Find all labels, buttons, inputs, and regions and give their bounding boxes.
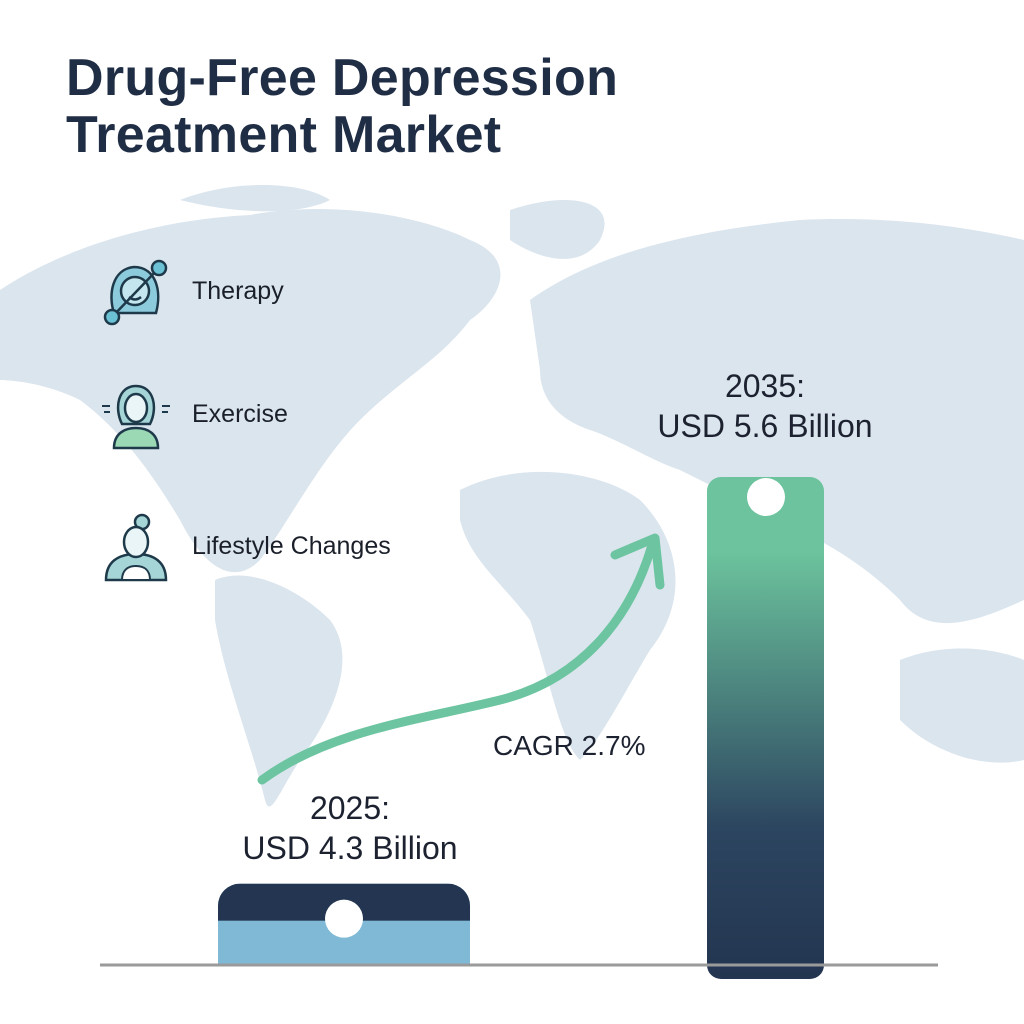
legend-item-therapy: Therapy: [100, 255, 284, 327]
label-2025: 2025: USD 4.3 Billion: [242, 788, 457, 868]
bar-2035: [707, 477, 824, 979]
title-line-1: Drug-Free Depression: [66, 49, 619, 107]
label-2025-year: 2025:: [309, 790, 391, 826]
growth-arrowhead: [610, 533, 665, 590]
legend-item-lifestyle: Lifestyle Changes: [100, 510, 391, 582]
growth-arrow: [257, 540, 657, 785]
bar-2025-marker: [325, 899, 363, 938]
legend-label: Lifestyle Changes: [192, 531, 391, 560]
therapy-person-icon: [103, 259, 168, 326]
page-title: Drug-Free Depression Treatment Market: [66, 50, 618, 164]
label-2035-value: USD 5.6 Billion: [657, 408, 873, 444]
legend-label: Exercise: [192, 399, 288, 428]
label-2035: 2035: USD 5.6 Billion: [657, 366, 872, 446]
exercise-person-icon: [102, 384, 170, 450]
lifestyle-person-icon: [104, 513, 168, 582]
label-2025-value: USD 4.3 Billion: [242, 830, 458, 866]
legend-label: Therapy: [192, 276, 284, 305]
title-line-2: Treatment Market: [66, 106, 502, 164]
label-2035-year: 2035:: [724, 368, 806, 404]
cagr-annotation: CAGR 2.7%: [493, 730, 646, 761]
legend-item-exercise: Exercise: [100, 378, 288, 450]
bar-2035-marker: [747, 478, 785, 516]
